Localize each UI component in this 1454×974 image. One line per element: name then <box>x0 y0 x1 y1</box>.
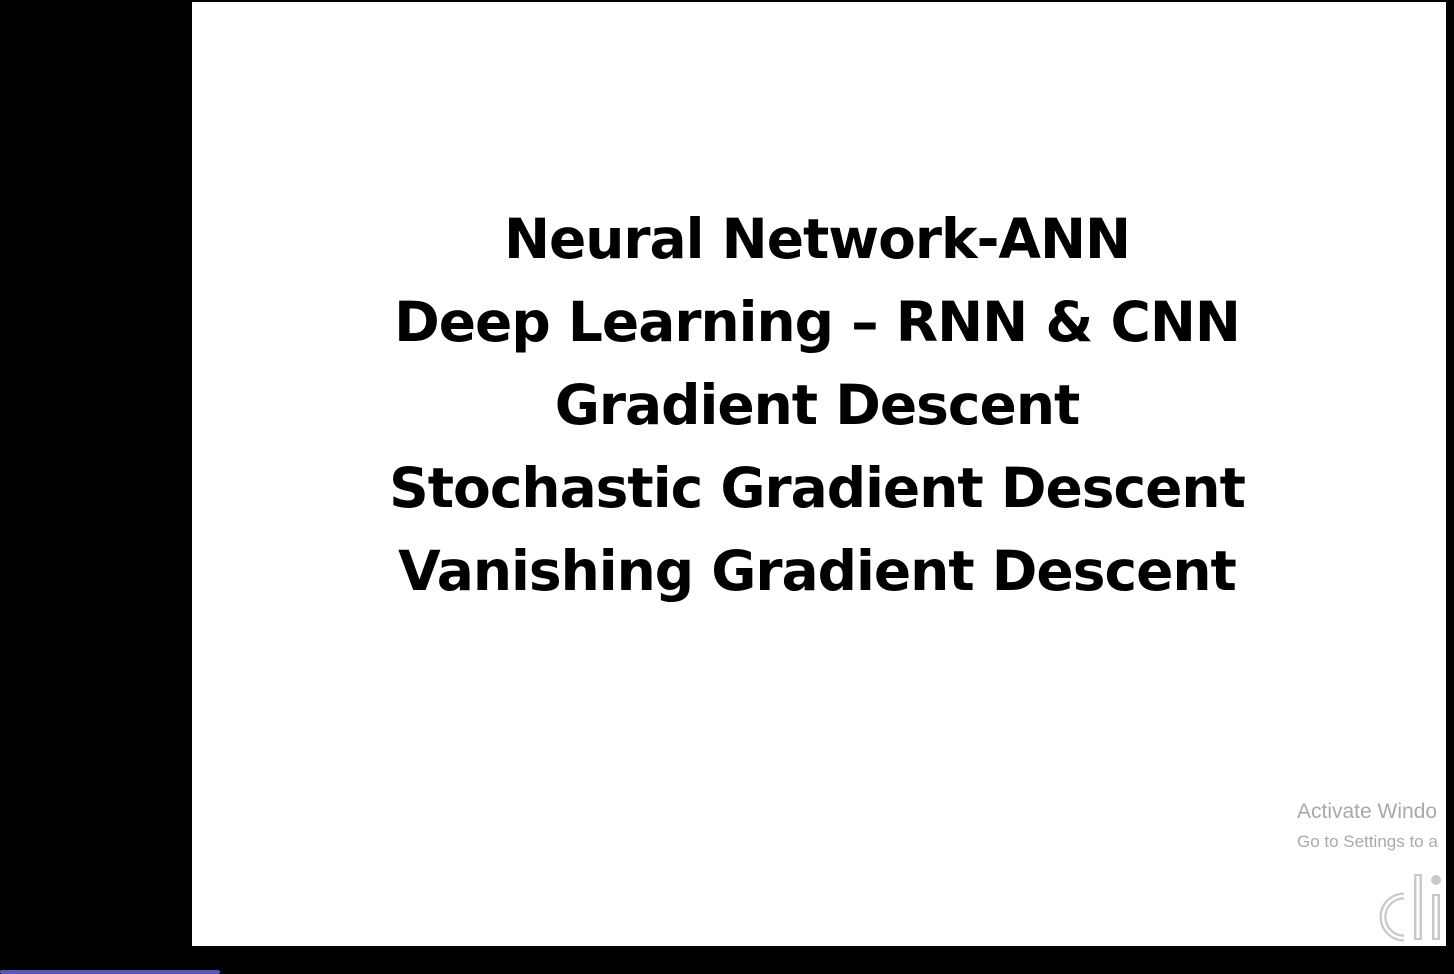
presentation-slide: Neural Network-ANN Deep Learning – RNN &… <box>192 2 1446 946</box>
slide-line-3: Gradient Descent <box>554 373 1081 437</box>
slide-line-5: Vanishing Gradient Descent <box>398 539 1237 603</box>
activation-watermark-subtitle: Go to Settings to a <box>1297 832 1438 851</box>
logo-icon <box>1364 866 1446 946</box>
slide-line-2: Deep Learning – RNN & CNN <box>394 290 1241 354</box>
slide-line-1: Neural Network-ANN <box>503 207 1131 271</box>
slide-line-4: Stochastic Gradient Descent <box>389 456 1246 520</box>
slide-text-block: Neural Network-ANN Deep Learning – RNN &… <box>192 198 1442 613</box>
progress-bar <box>0 970 220 974</box>
activation-watermark-title: Activate Windo <box>1297 800 1438 823</box>
